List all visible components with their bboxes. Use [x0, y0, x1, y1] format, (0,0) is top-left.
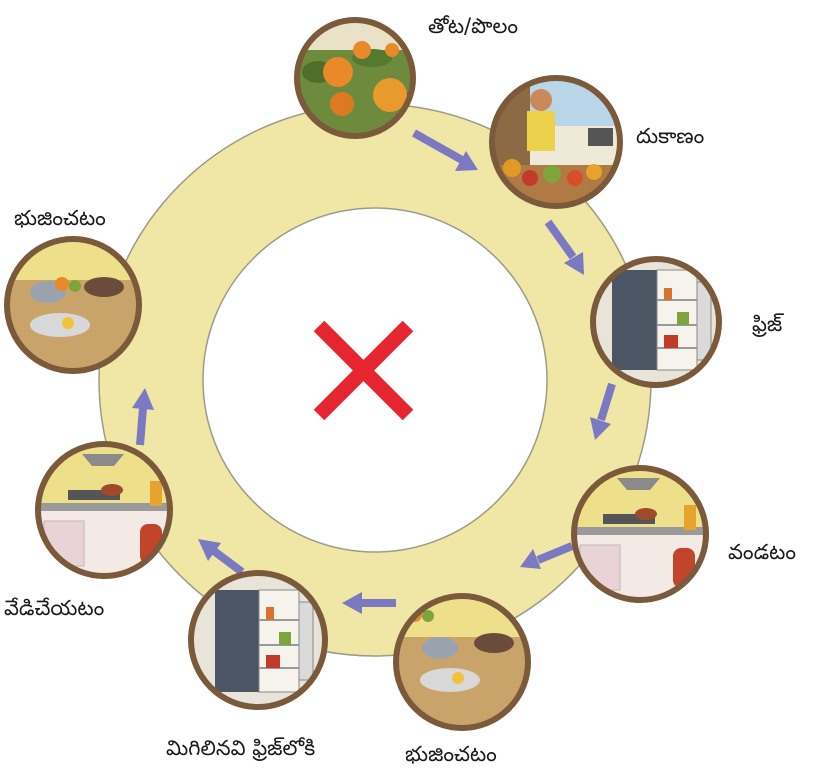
- label-eating-left: భుజించటం: [14, 206, 106, 230]
- arrow-shop-to-fridge: [544, 219, 584, 275]
- refrigerator-icon: [593, 259, 719, 385]
- label-garden: తోట/పొలం: [428, 14, 519, 38]
- node-leftovers-fridge: [188, 570, 328, 710]
- node-eating-bottom: [393, 593, 531, 731]
- arrow-leftovers-to-reheat: [198, 539, 245, 576]
- label-reheating: వేడిచేయటం: [4, 596, 105, 620]
- refrigerator-icon: [191, 573, 325, 707]
- arrow-eating-to-leftovers: [342, 592, 396, 614]
- red-cross-icon: [313, 320, 414, 421]
- arrow-garden-to-shop: [412, 129, 478, 171]
- label-fridge: ఫ్రిజ్: [752, 312, 783, 336]
- arrow-cooking-to-eating: [520, 542, 574, 569]
- label-eating-bottom: భుజించటం: [405, 742, 497, 766]
- node-fridge: [590, 256, 722, 388]
- node-shop: [489, 75, 623, 209]
- node-eating-left: [4, 236, 142, 374]
- node-cooking: [571, 465, 709, 603]
- arrow-fridge-to-cooking: [590, 382, 616, 440]
- label-shop: దుకాణం: [636, 124, 705, 148]
- arrow-reheat-to-eating: [132, 388, 154, 446]
- label-cooking: వండటం: [728, 540, 796, 564]
- node-reheating: [35, 441, 173, 579]
- label-leftovers: మిగిలినవి ఫ్రిజ్‌లోకి: [166, 736, 316, 760]
